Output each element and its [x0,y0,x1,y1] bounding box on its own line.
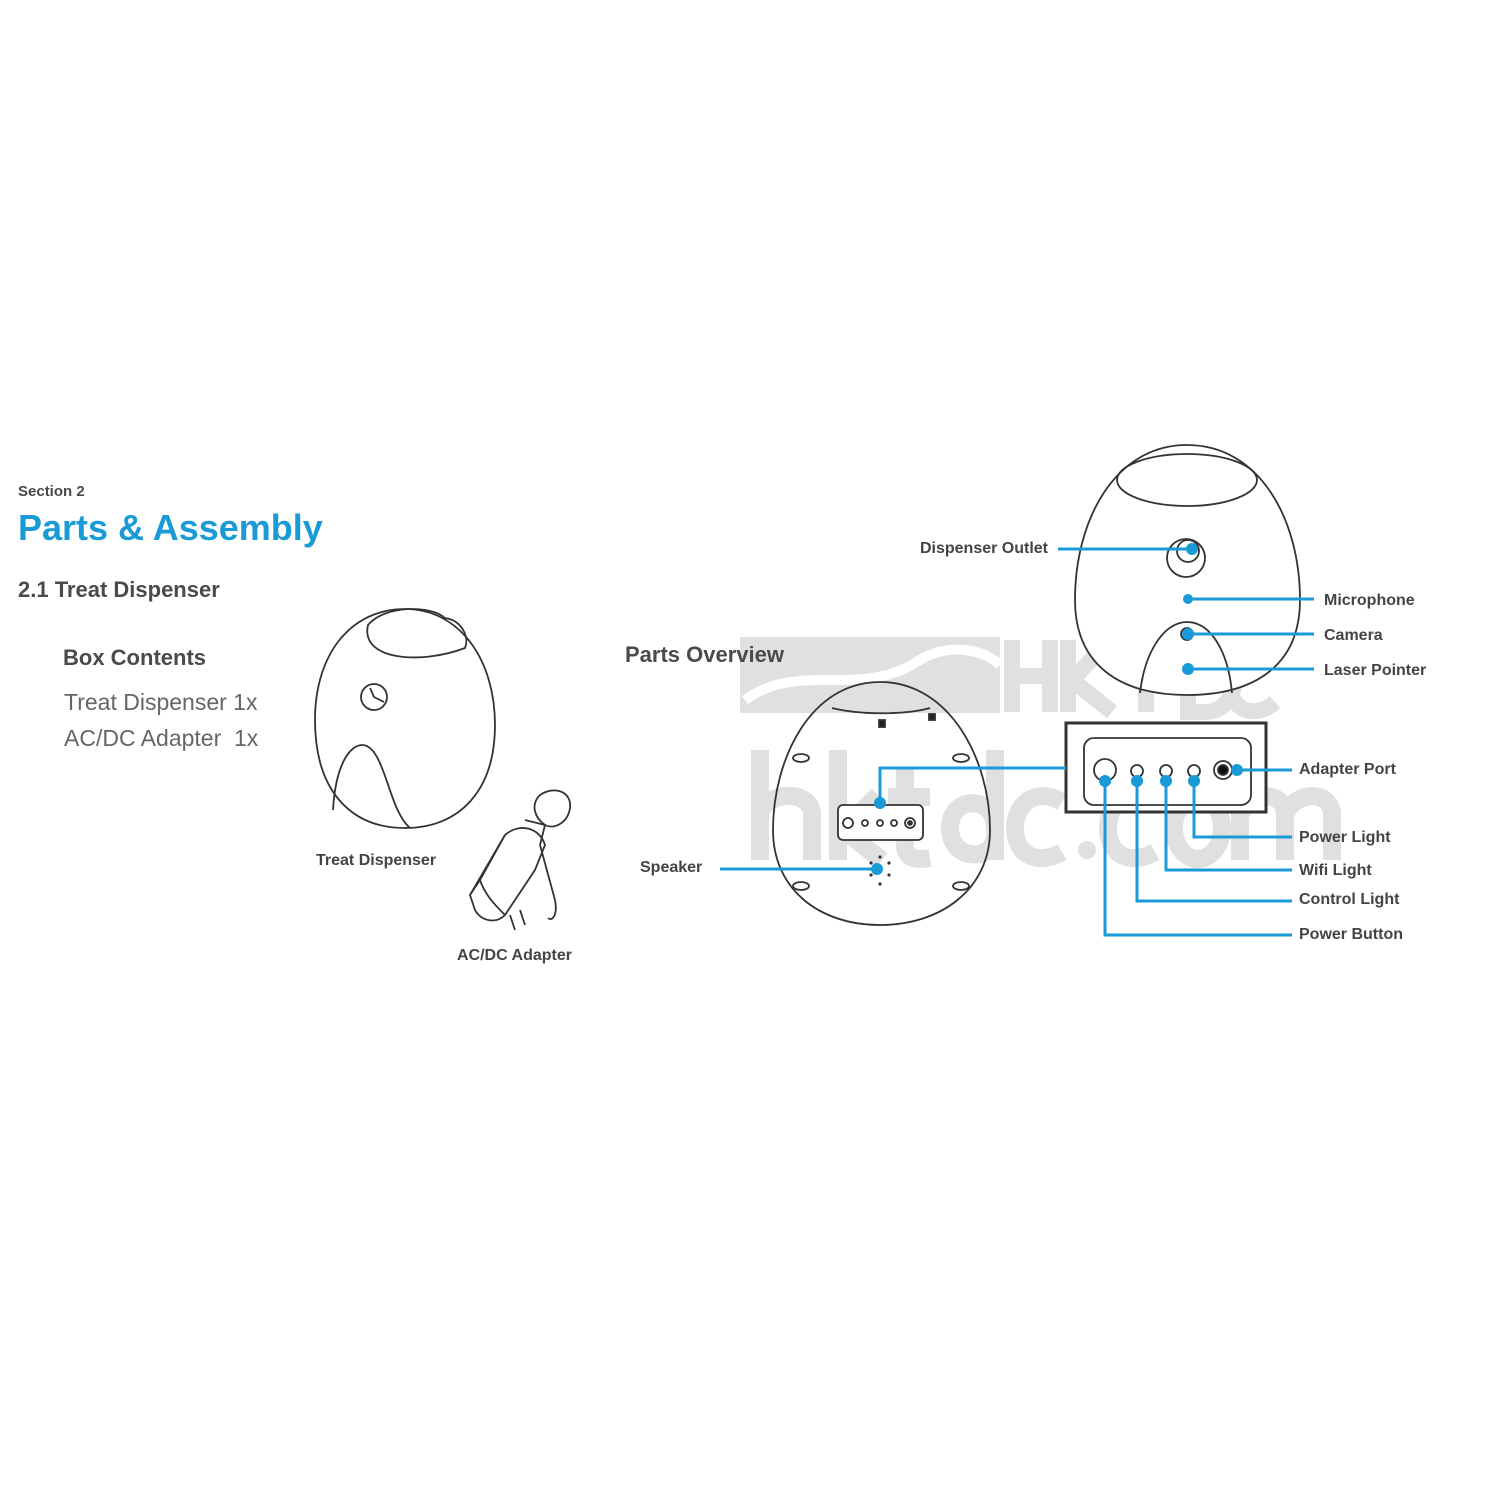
label-speaker: Speaker [640,859,703,876]
leader-lines [720,547,1314,937]
label-camera: Camera [1324,627,1383,644]
caption-treat-dispenser: Treat Dispenser [316,852,437,869]
leader-dots [871,543,1243,875]
label-dispenser-outlet: Dispenser Outlet [919,540,1048,557]
label-power-light: Power Light [1299,829,1391,846]
label-laser-pointer: Laser Pointer [1324,662,1427,679]
box-item: AC/DC Adapter 1x [64,725,259,751]
label-adapter-port: Adapter Port [1299,761,1396,778]
page-title: Parts & Assembly [18,507,323,548]
treat-dispenser-illustration [314,608,496,829]
section-label: Section 2 [18,483,85,500]
caption-adapter: AC/DC Adapter [457,947,572,964]
label-power-button: Power Button [1299,926,1403,943]
box-contents-heading: Box Contents [63,645,206,670]
back-view-illustration [772,681,991,926]
label-wifi-light: Wifi Light [1299,862,1372,879]
section-subtitle: 2.1 Treat Dispenser [18,577,220,602]
label-microphone: Microphone [1324,592,1415,609]
adapter-illustration [469,789,571,931]
label-control-light: Control Light [1299,891,1400,908]
front-view-illustration [1074,444,1301,696]
box-item: Treat Dispenser 1x [64,689,258,715]
parts-overview-heading: Parts Overview [625,642,784,667]
